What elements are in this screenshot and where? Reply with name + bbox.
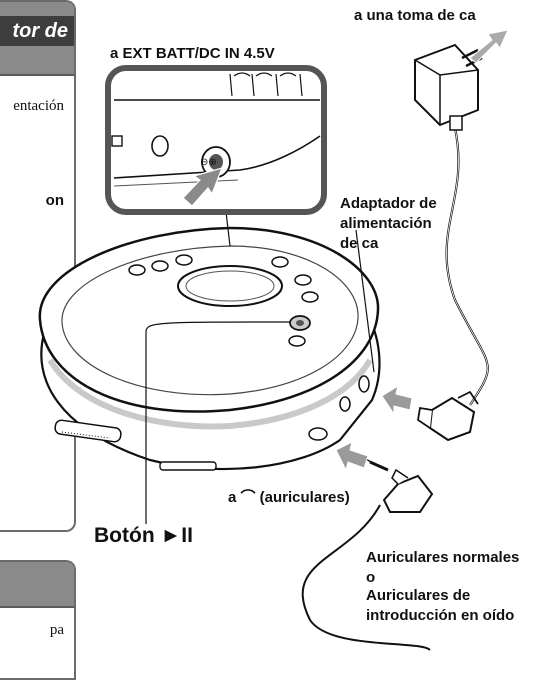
- cd-player-body: [38, 226, 381, 471]
- ext-batt-label: a EXT BATT/DC IN 4.5V: [110, 45, 275, 62]
- phones-label-line1: Auriculares normales: [366, 549, 520, 566]
- jack-closeup-inset: ⊖⊕: [105, 65, 327, 215]
- adapter-label-line2: alimentación: [340, 215, 432, 232]
- side-panel-header-text: tor de: [12, 20, 68, 42]
- headphone-plug: [363, 457, 434, 513]
- phones-label-line3: Auriculares de: [366, 587, 471, 604]
- side-panel-header: tor de: [0, 2, 74, 76]
- side-panel-bottom-header: [0, 562, 74, 608]
- adapter-label-line1: Adaptador de: [340, 195, 437, 212]
- ac-outlet-label: a una toma de ca: [354, 7, 476, 24]
- adapter-label-line3: de ca: [340, 235, 379, 252]
- adapter-cable: [445, 127, 489, 406]
- svg-text:⊖⊕: ⊖⊕: [200, 157, 217, 168]
- arrow-to-phones-jack: [335, 441, 369, 472]
- side-panel-bottom: pa: [0, 560, 76, 680]
- side-panel-text-1: entación: [13, 98, 64, 114]
- adapter-leader-line: [355, 229, 375, 373]
- phones-label-line4: introducción en oído: [366, 607, 515, 624]
- side-panel-top: tor de entación on: [0, 0, 76, 532]
- side-panel-text-2: on: [45, 192, 64, 209]
- headphone-cable: [301, 504, 431, 651]
- arrow-to-outlet: [469, 29, 509, 64]
- phones-label-line2: o: [366, 569, 376, 586]
- play-button-label: Botón ►II: [94, 524, 193, 547]
- dc-plug: [417, 390, 479, 442]
- headphones-label: a ⌒ (auriculares): [228, 489, 350, 506]
- play-button-leader-line: [145, 321, 291, 524]
- cd-player-illustration: ⊖⊕: [38, 29, 509, 651]
- side-panel-header-band: [0, 16, 74, 46]
- arrow-to-dc-jack: [381, 384, 413, 416]
- ac-adapter: [414, 43, 483, 131]
- side-panel-bottom-text: pa: [49, 622, 64, 638]
